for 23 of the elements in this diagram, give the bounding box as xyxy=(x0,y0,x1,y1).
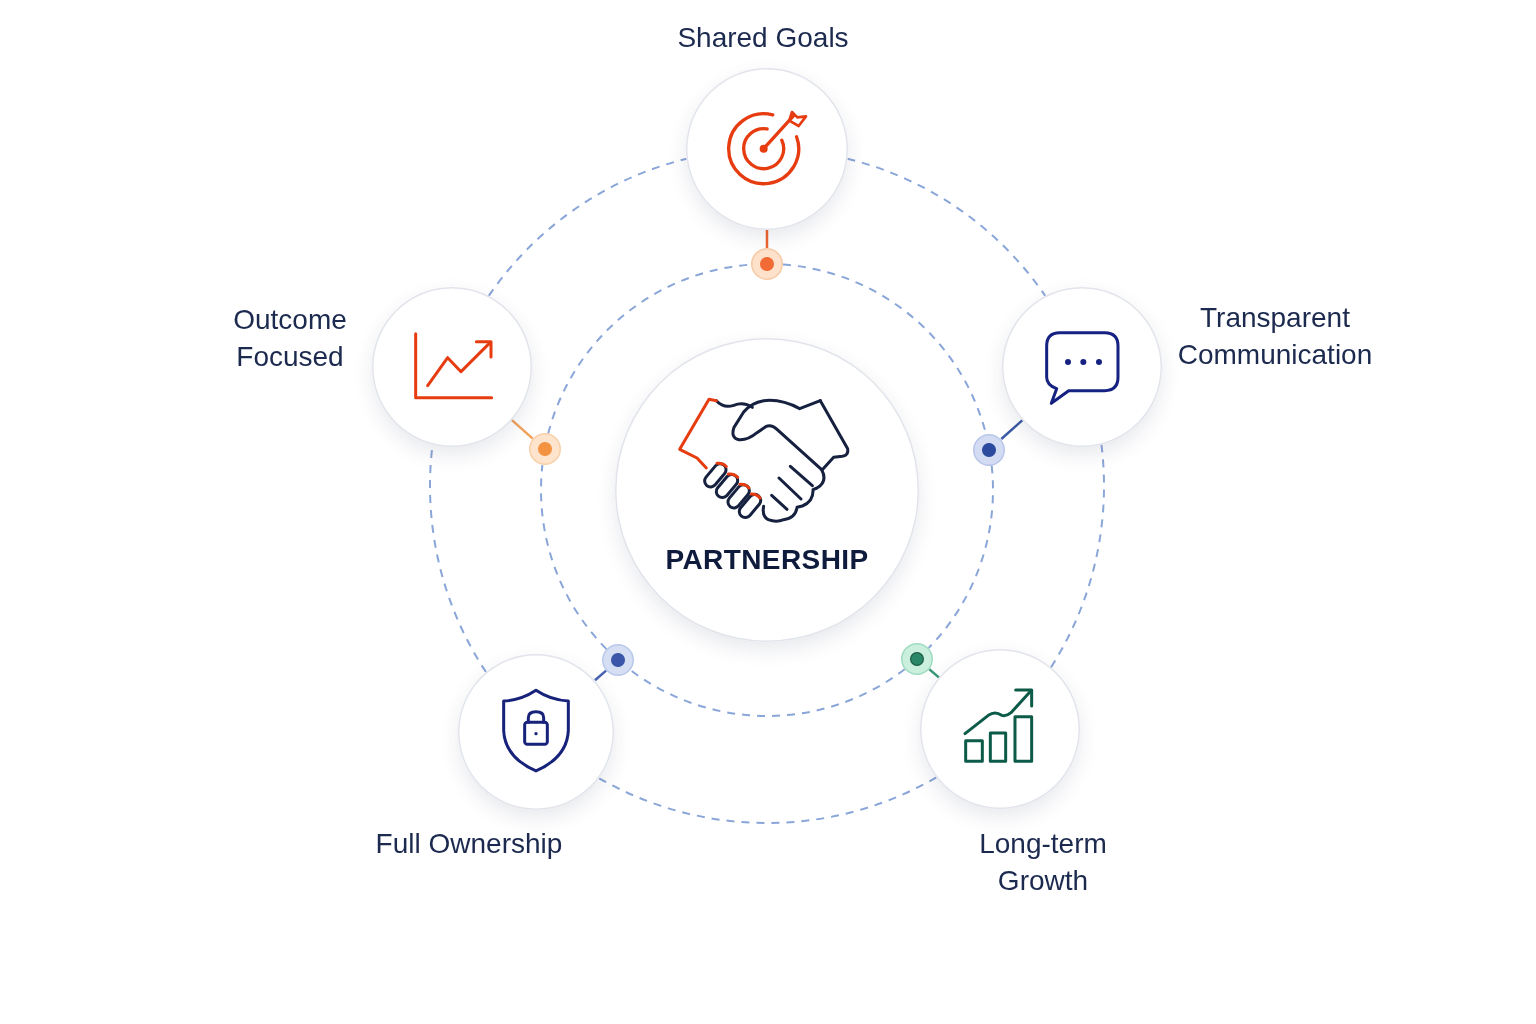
junction-dot xyxy=(528,433,561,466)
feature-label: Shared Goals xyxy=(677,20,849,55)
dashed-arc xyxy=(1050,443,1105,669)
connector-line xyxy=(594,669,607,682)
dashed-arc xyxy=(927,464,994,649)
junction-dot xyxy=(901,643,934,675)
feature-label: Outcome Focused xyxy=(232,303,348,374)
feature-label: Full Ownership xyxy=(375,826,563,861)
dashed-arc xyxy=(597,776,938,824)
connector-line xyxy=(1000,419,1024,440)
junction-dot xyxy=(602,644,635,677)
connector-line xyxy=(510,419,534,440)
junction-dot xyxy=(751,248,783,280)
connector-line xyxy=(928,668,940,679)
junction-dot xyxy=(973,433,1006,466)
dashed-arc xyxy=(629,668,906,717)
dashed-arc xyxy=(487,157,688,297)
connector-line xyxy=(765,230,769,248)
feature-label: Long-term Growth xyxy=(978,827,1108,898)
center-title: PARTNERSHIP xyxy=(665,543,869,577)
dashed-arc xyxy=(846,157,1047,297)
feature-label: Transparent Communication xyxy=(1176,301,1374,372)
dashed-arc xyxy=(540,464,608,651)
